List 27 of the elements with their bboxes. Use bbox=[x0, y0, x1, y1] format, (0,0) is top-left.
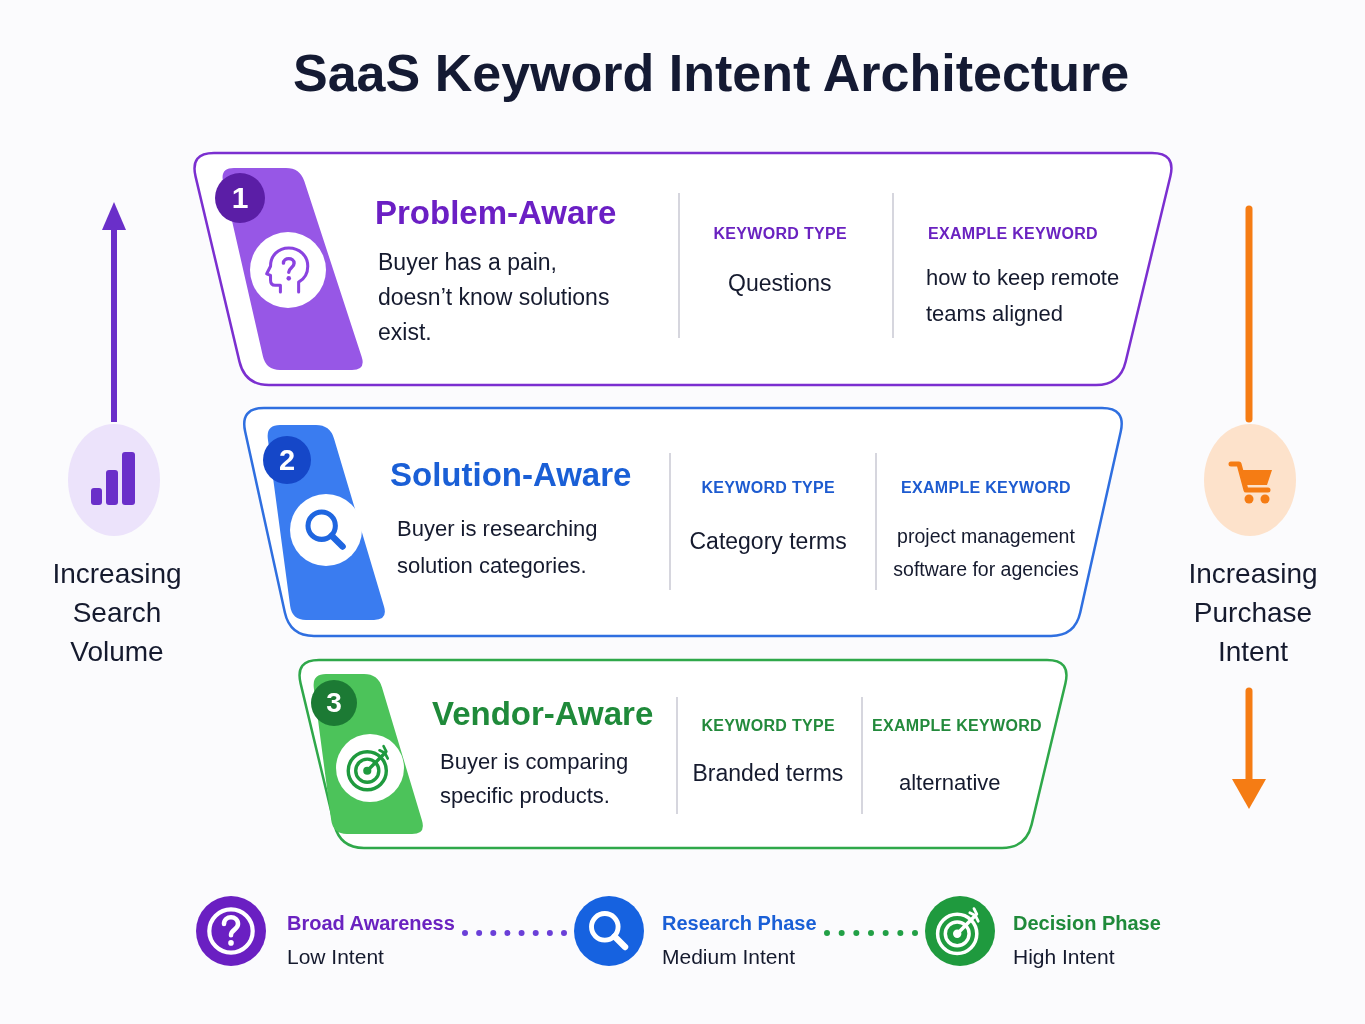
phase-name: Decision Phase bbox=[1013, 911, 1161, 936]
example-keyword: alternative bbox=[899, 769, 1001, 797]
scale-label: Increasing Search Volume bbox=[51, 556, 183, 669]
intent-level: High Intent bbox=[1013, 944, 1115, 970]
keyword-type: Branded terms bbox=[692, 759, 844, 788]
page-title: SaaS Keyword Intent Architecture bbox=[293, 43, 1130, 104]
phase-name: Research Phase bbox=[662, 911, 817, 936]
column-heading: KEYWORD TYPE bbox=[701, 716, 835, 736]
scale-label: Increasing Purchase Intent bbox=[1187, 556, 1319, 669]
tier-description: Buyer has a pain, doesn’t know solutions exist. bbox=[378, 247, 611, 347]
example-keyword: project management software for agencies bbox=[892, 523, 1080, 582]
column-heading: EXAMPLE KEYWORD bbox=[928, 224, 1098, 244]
column-heading: EXAMPLE KEYWORD bbox=[901, 478, 1071, 498]
column-heading: EXAMPLE KEYWORD bbox=[872, 716, 1042, 736]
keyword-type: Category terms bbox=[689, 527, 847, 556]
tier-heading: Problem-Aware bbox=[375, 193, 617, 233]
intent-level: Low Intent bbox=[287, 944, 384, 970]
tier-description: Buyer is comparing specific products. bbox=[440, 748, 630, 810]
intent-level: Medium Intent bbox=[662, 944, 796, 970]
column-heading: KEYWORD TYPE bbox=[701, 478, 835, 498]
keyword-type: Questions bbox=[728, 269, 832, 298]
tier-heading: Vendor-Aware bbox=[432, 694, 654, 734]
phase-name: Broad Awareness bbox=[287, 911, 455, 936]
column-heading: KEYWORD TYPE bbox=[713, 224, 847, 244]
tier-description: Buyer is researching solution categories. bbox=[397, 514, 599, 580]
example-keyword: how to keep remote teams aligned bbox=[926, 264, 1121, 328]
tier-heading: Solution-Aware bbox=[390, 455, 632, 495]
